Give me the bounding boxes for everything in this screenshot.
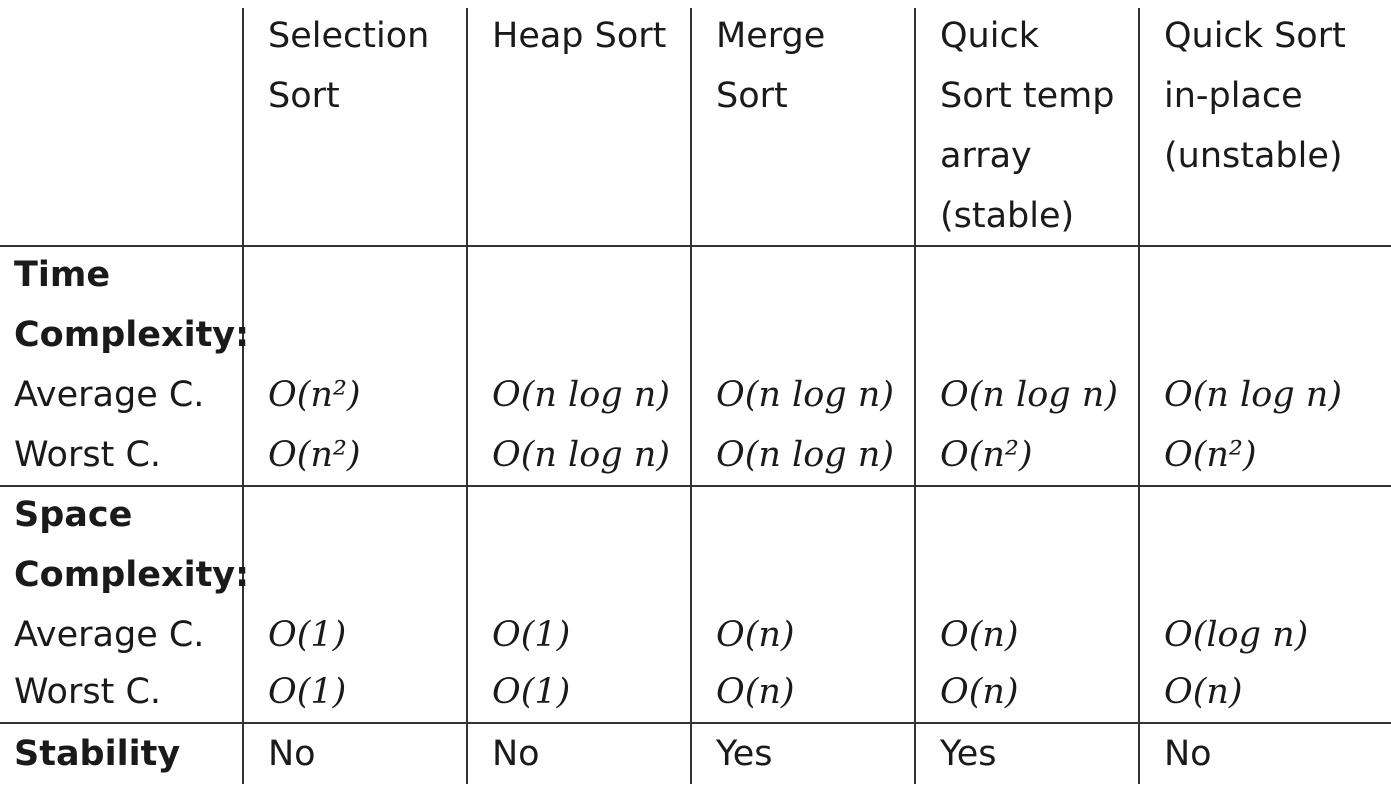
stability-value: No: [492, 734, 540, 774]
column-divider: [1138, 8, 1140, 784]
stability-value: Yes: [940, 734, 997, 774]
space-worst-value: O(n): [716, 672, 795, 712]
time-average-label: Average C.: [14, 375, 205, 415]
space-complexity-title: Space: [14, 495, 133, 535]
column-divider: [242, 8, 244, 784]
space-complexity-title-cont: Complexity:: [14, 555, 250, 595]
column-divider: [690, 8, 692, 784]
stability-value: No: [268, 734, 316, 774]
column-divider: [914, 8, 916, 784]
row-divider: [0, 485, 1391, 487]
time-average-value: O(n log n): [492, 375, 671, 415]
time-average-value: O(n log n): [716, 375, 895, 415]
space-worst-value: O(n): [940, 672, 1019, 712]
space-worst-value: O(n): [1164, 672, 1243, 712]
space-average-value: O(1): [492, 615, 571, 655]
header-selection-sort: Selection Sort: [268, 16, 430, 116]
header-quick-sort-in-place: Quick Sort in-place (unstable): [1164, 16, 1346, 176]
column-divider: [466, 8, 468, 784]
row-divider: [0, 245, 1391, 247]
header-quick-sort-temp-array: Quick Sort temp array (stable): [940, 16, 1115, 236]
time-average-value: O(n²): [268, 375, 361, 415]
time-complexity-title-cont: Complexity:: [14, 315, 250, 355]
space-average-value: O(log n): [1164, 615, 1309, 655]
space-average-value: O(n): [940, 615, 1019, 655]
time-worst-value: O(n²): [268, 435, 361, 475]
header-heap-sort: Heap Sort: [492, 16, 667, 56]
stability-title: Stability: [14, 734, 181, 774]
header-merge-sort: Merge Sort: [716, 16, 826, 116]
stability-value: No: [1164, 734, 1212, 774]
row-divider: [0, 722, 1391, 724]
time-worst-value: O(n log n): [716, 435, 895, 475]
space-average-label: Average C.: [14, 615, 205, 655]
space-worst-value: O(1): [492, 672, 571, 712]
time-worst-value: O(n log n): [492, 435, 671, 475]
time-complexity-title: Time: [14, 255, 111, 295]
time-worst-value: O(n²): [1164, 435, 1257, 475]
time-worst-value: O(n²): [940, 435, 1033, 475]
space-average-value: O(n): [716, 615, 795, 655]
time-worst-label: Worst C.: [14, 435, 162, 475]
space-worst-value: O(1): [268, 672, 347, 712]
space-worst-label: Worst C.: [14, 672, 162, 712]
time-average-value: O(n log n): [940, 375, 1119, 415]
time-average-value: O(n log n): [1164, 375, 1343, 415]
stability-value: Yes: [716, 734, 773, 774]
space-average-value: O(1): [268, 615, 347, 655]
